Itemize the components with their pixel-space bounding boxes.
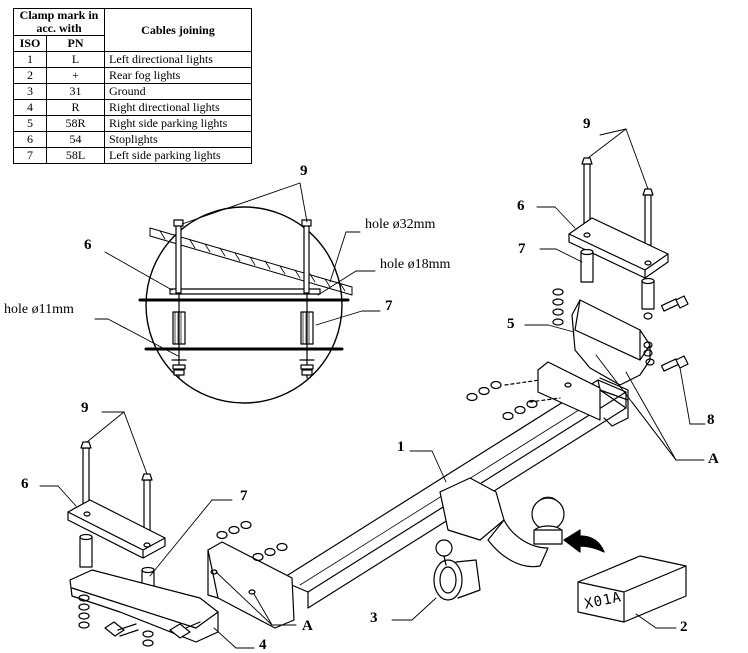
label-9-left: 9 (81, 400, 89, 416)
towball-assembly (433, 477, 605, 601)
left-mounting-assembly (67, 441, 219, 647)
label-7-right: 7 (518, 241, 526, 257)
legend-header-clamp: Clamp mark in acc. with (13, 8, 105, 36)
legend-desc: Left side parking lights (104, 147, 252, 164)
legend-desc: Right directional lights (104, 99, 252, 116)
label-7-detail: 7 (385, 298, 393, 314)
label-2: 2 (680, 619, 688, 635)
legend-col-pn: PN (46, 35, 105, 52)
label-A-right: A (708, 451, 719, 467)
legend-pn: 54 (46, 131, 105, 148)
main-crossbar (207, 361, 629, 629)
leader-lines (39, 128, 706, 649)
label-5: 5 (507, 316, 515, 332)
label-8: 8 (707, 412, 715, 428)
legend-desc: Ground (104, 83, 252, 100)
note-hole-32: hole ø32mm (365, 217, 436, 232)
detail-circle (138, 206, 353, 404)
label-6-detail: 6 (84, 237, 92, 253)
label-A-left: A (302, 618, 313, 634)
legend-desc: Right side parking lights (104, 115, 252, 132)
label-9-right: 9 (583, 116, 591, 132)
legend-pn: 31 (46, 83, 105, 100)
note-hole-11: hole ø11mm (4, 302, 74, 317)
cable-legend-table: Clamp mark in acc. with Cables joining I… (13, 8, 252, 164)
label-9-detail: 9 (300, 163, 308, 179)
right-mounting-assembly (552, 157, 689, 386)
legend-pn: 58L (46, 147, 105, 164)
label-4: 4 (259, 637, 267, 653)
note-hole-18: hole ø18mm (380, 257, 451, 272)
legend-desc: Stoplights (104, 131, 252, 148)
package-box (577, 555, 687, 623)
label-6-right: 6 (517, 198, 525, 214)
label-6-left: 6 (21, 476, 29, 492)
legend-header-cables: Cables joining (104, 8, 252, 52)
label-1: 1 (397, 439, 405, 455)
label-3: 3 (370, 610, 378, 626)
legend-iso: 7 (13, 147, 47, 164)
label-7-left: 7 (240, 488, 248, 504)
